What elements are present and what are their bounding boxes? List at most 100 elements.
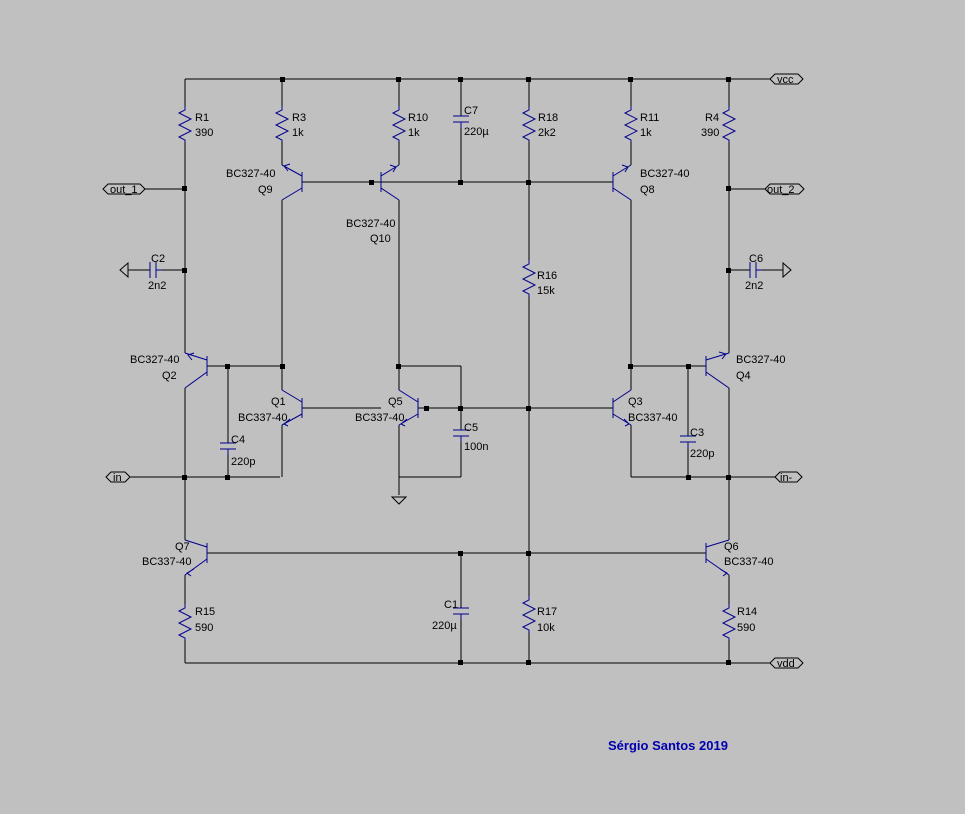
transistor-q7[interactable]: Q7 BC337-40 — [142, 539, 208, 577]
transistor-q3[interactable]: Q3 BC337-40 — [612, 389, 678, 427]
r14-name: R14 — [737, 606, 757, 618]
transistor-q6[interactable]: Q6 BC337-40 — [705, 539, 774, 577]
resistor-r4[interactable]: R4 390 — [701, 106, 737, 142]
c4-name: C4 — [231, 434, 245, 446]
r11-name: R11 — [640, 112, 659, 124]
in-minus-label: in- — [780, 472, 793, 484]
q10-name: Q10 — [370, 233, 391, 245]
q4-model: BC327-40 — [736, 354, 786, 366]
net-label-vdd[interactable]: vdd — [769, 657, 804, 670]
c7-value: 220µ — [464, 126, 489, 138]
q8-model: BC327-40 — [640, 168, 690, 180]
out-1-label: out_1 — [110, 184, 138, 196]
resistor-r11[interactable]: R11 1k — [623, 106, 659, 142]
q3-model: BC337-40 — [628, 412, 678, 424]
c5-name: C5 — [464, 422, 478, 434]
capacitor-c7[interactable]: C7 220µ — [453, 105, 489, 138]
q4-name: Q4 — [736, 370, 751, 382]
resistor-r14[interactable]: R14 590 — [721, 604, 757, 640]
c4-value: 220p — [231, 456, 255, 468]
c1-name: C1 — [444, 599, 458, 611]
r1-value: 390 — [195, 127, 213, 139]
r11-value: 1k — [640, 127, 652, 139]
q8-name: Q8 — [640, 184, 655, 196]
resistor-r10[interactable]: R10 1k — [391, 106, 428, 142]
net-label-in-minus[interactable]: in- — [774, 471, 803, 484]
capacitor-c4[interactable]: C4 220p — [220, 434, 255, 468]
r17-name: R17 — [537, 606, 557, 618]
capacitor-c6[interactable]: C6 2n2 — [745, 253, 763, 292]
q3-name: Q3 — [628, 396, 643, 408]
ground-symbol-right — [782, 261, 792, 279]
author-credit: Sérgio Santos 2019 — [608, 738, 728, 753]
wires — [128, 78, 783, 664]
r15-name: R15 — [195, 606, 215, 618]
c1-value: 220µ — [432, 620, 457, 632]
transistor-q1[interactable]: Q1 BC337-40 — [238, 389, 303, 427]
c6-name: C6 — [749, 253, 763, 265]
q5-name: Q5 — [388, 396, 403, 408]
junction-dots — [182, 77, 731, 665]
resistor-r17[interactable]: R17 10k — [521, 596, 557, 634]
r3-value: 1k — [292, 127, 304, 139]
transistor-q8[interactable]: BC327-40 Q8 — [612, 164, 690, 201]
q1-model: BC337-40 — [238, 412, 288, 424]
net-label-vcc[interactable]: vcc — [769, 73, 804, 86]
c2-name: C2 — [151, 253, 165, 265]
c3-value: 220p — [690, 448, 714, 460]
r14-value: 590 — [737, 622, 755, 634]
net-label-out-2[interactable]: out_2 — [764, 183, 805, 196]
resistor-r3[interactable]: R3 1k — [274, 106, 306, 142]
r18-name: R18 — [538, 112, 558, 124]
q5-model: BC337-40 — [355, 412, 405, 424]
r18-value: 2k2 — [538, 127, 556, 139]
capacitor-c5[interactable]: C5 100n — [453, 422, 488, 453]
r16-value: 15k — [537, 285, 555, 297]
transistor-q10[interactable]: BC327-40 Q10 — [346, 164, 400, 245]
r4-name: R4 — [705, 112, 719, 124]
c6-value: 2n2 — [745, 280, 763, 292]
q1-name: Q1 — [271, 396, 286, 408]
c2-value: 2n2 — [148, 280, 166, 292]
transistor-q2[interactable]: BC327-40 Q2 — [130, 352, 208, 389]
capacitor-c2[interactable]: C2 2n2 — [148, 253, 166, 292]
transistor-q5[interactable]: Q5 BC337-40 — [355, 389, 419, 427]
resistor-r1[interactable]: R1 390 — [177, 106, 213, 142]
vcc-label: vcc — [777, 74, 794, 86]
r1-name: R1 — [195, 112, 209, 124]
r16-name: R16 — [537, 270, 557, 282]
q2-model: BC327-40 — [130, 354, 180, 366]
q10-model: BC327-40 — [346, 218, 396, 230]
r15-value: 590 — [195, 622, 213, 634]
resistor-r18[interactable]: R18 2k2 — [521, 106, 558, 142]
net-label-out-1[interactable]: out_1 — [102, 183, 146, 196]
net-label-in[interactable]: in — [105, 471, 131, 484]
c7-name: C7 — [464, 105, 478, 117]
c3-name: C3 — [690, 427, 704, 439]
q7-name: Q7 — [175, 541, 190, 553]
transistor-q9[interactable]: BC327-40 Q9 — [226, 163, 303, 201]
q9-model: BC327-40 — [226, 168, 276, 180]
r4-value: 390 — [701, 127, 719, 139]
out-2-label: out_2 — [767, 184, 795, 196]
r10-value: 1k — [408, 127, 420, 139]
r10-name: R10 — [408, 112, 428, 124]
q6-name: Q6 — [724, 541, 739, 553]
resistor-r16[interactable]: R16 15k — [521, 260, 557, 297]
vdd-label: vdd — [777, 658, 795, 670]
ground-symbol-bottom — [390, 496, 408, 505]
q2-name: Q2 — [162, 370, 177, 382]
r17-value: 10k — [537, 622, 555, 634]
q9-name: Q9 — [258, 184, 273, 196]
c5-value: 100n — [464, 441, 488, 453]
transistor-q4[interactable]: BC327-40 Q4 — [705, 351, 786, 389]
q6-model: BC337-40 — [724, 556, 774, 568]
capacitor-c3[interactable]: C3 220p — [680, 427, 714, 460]
ground-symbol-left — [119, 261, 129, 279]
q7-model: BC337-40 — [142, 556, 192, 568]
resistor-r15[interactable]: R15 590 — [177, 604, 215, 640]
r3-name: R3 — [292, 112, 306, 124]
capacitor-c1[interactable]: C1 220µ — [432, 599, 469, 632]
